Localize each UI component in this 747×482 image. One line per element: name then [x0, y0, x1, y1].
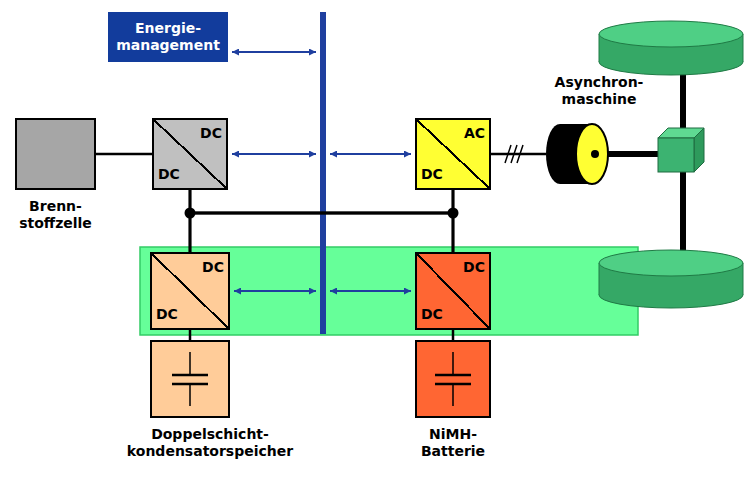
power-wire [491, 153, 546, 156]
port-label: AC [464, 125, 485, 142]
drive-shaft [606, 151, 662, 157]
port-label: DC [463, 259, 485, 276]
port-label: DC [156, 306, 178, 323]
power-wire [452, 330, 455, 340]
storage-box: Doppelschicht- kondensatorspeicher [150, 340, 230, 418]
converter-box: AC DC [415, 118, 491, 190]
power-wire [190, 190, 453, 252]
part-name: Doppelschicht- kondensatorspeicher [127, 426, 293, 460]
box-label: Energie- management [116, 20, 220, 54]
capacitor-fill [150, 340, 230, 418]
part-name: Asynchron- maschine [555, 74, 644, 108]
control-box: Energie- management [108, 12, 228, 62]
power-wire [190, 190, 453, 213]
part-name: NiMH- Batterie [421, 426, 485, 460]
power-wire [189, 330, 192, 340]
converter-box: DC DC [415, 252, 491, 330]
converter-box: DC DC [152, 118, 228, 190]
power-wire [190, 213, 453, 252]
converter-box: DC DC [150, 252, 230, 330]
battery-symbol [435, 352, 471, 406]
power-wire [452, 190, 455, 252]
motor-node: Asynchron- maschine [546, 124, 612, 184]
port-label: DC [202, 259, 224, 276]
differential [658, 128, 704, 172]
port-label: DC [158, 166, 180, 183]
battery-fill [415, 340, 491, 418]
storage-box: NiMH- Batterie [415, 340, 491, 418]
motor-symbol [546, 124, 608, 184]
port-label: DC [421, 306, 443, 323]
wheel [599, 250, 743, 308]
power-wire [96, 153, 152, 156]
power-wire [190, 190, 453, 252]
part-name: Brenn- stoffzelle [19, 198, 92, 232]
wheel [599, 21, 743, 75]
control-bus [320, 12, 326, 334]
control-arrows [232, 52, 411, 291]
port-label: DC [421, 166, 443, 183]
fuel-cell-box: Brenn- stoffzelle [15, 118, 96, 190]
storage-band [140, 247, 638, 335]
capacitor-symbol [172, 352, 208, 406]
port-label: DC [200, 125, 222, 142]
